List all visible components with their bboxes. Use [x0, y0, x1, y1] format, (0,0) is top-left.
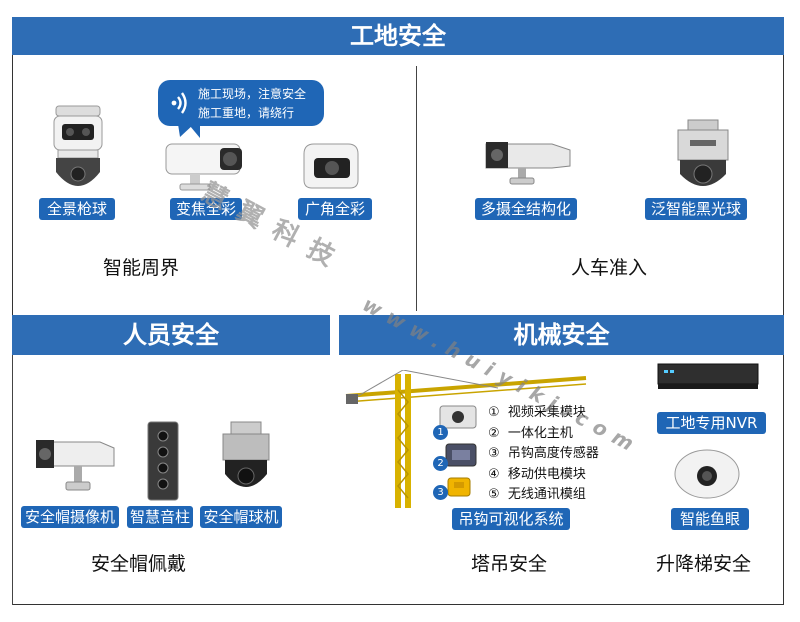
- list-item: ④ 移动供电模块: [488, 466, 586, 482]
- tag-site-nvr: 工地专用NVR: [657, 412, 766, 434]
- caption-vehicle-person-access: 人车准入: [571, 257, 648, 279]
- warning-bubble: 施工现场，注意安全 施工重地，请绕行: [158, 80, 324, 137]
- divider-bottom-left: [12, 355, 13, 605]
- panorama-gun-dome-camera-image: [53, 105, 103, 186]
- section-title-personnel-safety: 人员安全: [12, 315, 330, 355]
- caption-helmet-wearing: 安全帽佩戴: [91, 553, 187, 575]
- tag-zoom-full-color: 变焦全彩: [170, 198, 242, 220]
- tag-smart-speaker: 智慧音柱: [127, 506, 193, 528]
- caption-elevator-safety: 升降梯安全: [656, 553, 752, 575]
- tag-helmet-camera: 安全帽摄像机: [21, 506, 119, 528]
- helmet-dome-camera-image: [222, 421, 270, 487]
- tower-crane-image: [345, 370, 587, 508]
- integrated-host-image: [445, 443, 477, 467]
- marker-3: 3: [433, 485, 448, 500]
- crane-components-list: ① 视频采集模块 ② 一体化主机 ③ 吊钩高度传感器 ④ 移动供电模块 ⑤ 无线…: [488, 403, 599, 506]
- caption-tower-crane-safety: 塔吊安全: [471, 553, 548, 575]
- bubble-tail: [178, 124, 194, 137]
- smart-dark-dome-camera-image: [677, 119, 729, 186]
- bubble-line-1: 施工现场，注意安全: [198, 87, 307, 101]
- section-title-site-security: 工地安全: [12, 17, 784, 55]
- video-capture-module-image: [439, 405, 477, 429]
- bubble-line-2: 施工重地，请绕行: [198, 106, 295, 120]
- tag-smart-dark-light-dome: 泛智能黑光球: [645, 198, 747, 220]
- hook-sensor-image: [447, 477, 471, 497]
- zoom-color-bullet-camera-image: [165, 143, 242, 191]
- tag-panorama-gun-dome: 全景枪球: [39, 198, 115, 220]
- wifi-icon: [171, 92, 187, 114]
- section-title-machinery-safety: 机械安全: [339, 315, 784, 355]
- caption-smart-perimeter: 智能周界: [103, 257, 180, 279]
- helmet-bullet-camera-image: [36, 440, 115, 491]
- smart-speaker-column-image: [147, 421, 179, 501]
- smart-fisheye-camera-image: [674, 449, 740, 499]
- list-item: ② 一体化主机: [488, 425, 573, 441]
- marker-2: 2: [433, 456, 448, 471]
- list-item: ⑤ 无线通讯模组: [488, 487, 586, 502]
- list-item: ① 视频采集模块: [488, 405, 586, 420]
- tag-hook-visualization-system: 吊钩可视化系统: [452, 508, 570, 530]
- tag-wide-angle-full-color: 广角全彩: [298, 198, 372, 220]
- tag-helmet-dome: 安全帽球机: [200, 506, 282, 528]
- multi-lens-bullet-camera-image: [485, 142, 571, 185]
- tag-smart-fisheye: 智能鱼眼: [671, 508, 749, 530]
- divider-top-vertical: [416, 66, 417, 311]
- tag-multi-lens-structured: 多摄全结构化: [475, 198, 577, 220]
- list-item: ③ 吊钩高度传感器: [488, 446, 599, 461]
- site-nvr-image: [657, 363, 759, 389]
- wide-angle-color-camera-image: [303, 143, 359, 189]
- marker-1: 1: [433, 425, 448, 440]
